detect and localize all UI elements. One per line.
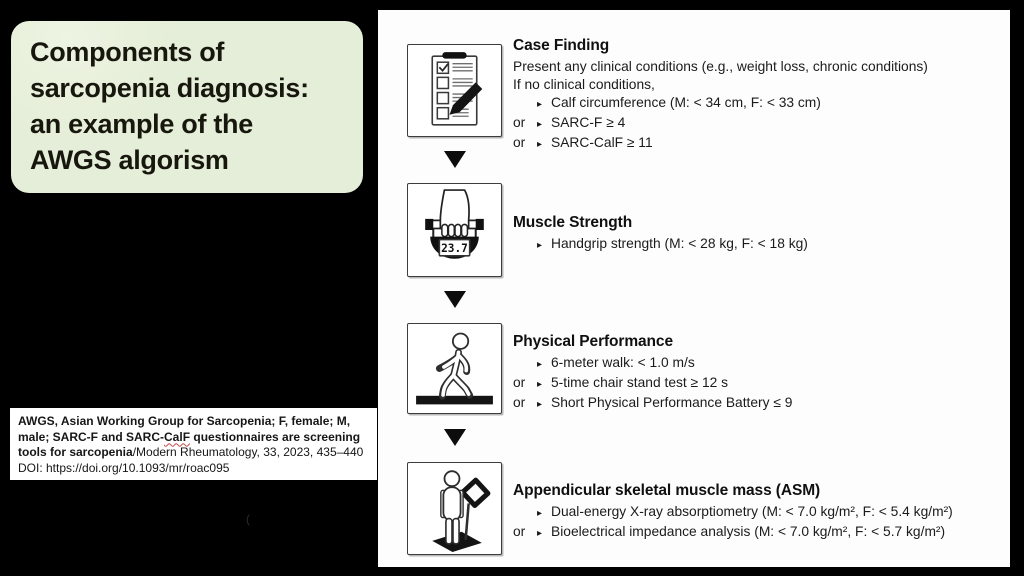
criteria-text: Calf circumference (M: < 34 cm, F: < 33 … (551, 95, 821, 110)
criteria-text: Bioelectrical impedance analysis (M: < 7… (551, 524, 946, 539)
or-label: or (513, 115, 526, 130)
citation-text: AWGS, Asian Working Group for Sarcopenia… (18, 414, 351, 428)
section-heading: Case Finding (513, 37, 610, 54)
section-heading: Appendicular skeletal muscle mass (ASM) (513, 482, 821, 499)
criteria-line: or ▸ SARC-CalF ≥ 11 (513, 134, 928, 154)
flow-down-arrow (444, 291, 466, 308)
page-title: Components of sarcopenia diagnosis: an e… (30, 37, 309, 175)
criteria-line: ▸ Dual-energy X-ray absorptiometry (M: <… (513, 503, 953, 523)
body-scale-icon (432, 470, 491, 552)
or-label: or (513, 524, 526, 539)
citation-line: male; SARC-F and SARC-CalF questionnaire… (18, 430, 369, 446)
criteria-line: ▸ Calf circumference (M: < 34 cm, F: < 3… (513, 94, 928, 114)
title-card: Components of sarcopenia diagnosis: an e… (11, 21, 363, 193)
dynamometer-reading: 23.7 (441, 242, 468, 255)
triangle-bullet-icon: ▸ (537, 379, 543, 390)
journal-reference: /Modern Rheumatology, 33, 2023, 435–440 (132, 445, 364, 459)
walking-person-icon (416, 332, 493, 405)
criteria-text: 5-time chair stand test ≥ 12 s (551, 375, 729, 390)
or-label: or (513, 395, 526, 410)
triangle-bullet-icon: ▸ (537, 119, 543, 130)
criteria-text: If no clinical conditions, (513, 77, 655, 92)
section-muscle-strength: Muscle Strength ▸ Handgrip strength (M: … (513, 213, 808, 255)
faint-artifact: ( (246, 512, 250, 526)
criteria-line: or ▸ 5-time chair stand test ≥ 12 s (513, 374, 792, 394)
citation-line: DOI: https://doi.org/10.1093/mr/roac095 (18, 461, 369, 477)
spellcheck-underlined-word: CalF (164, 429, 191, 444)
checklist-icon (431, 52, 483, 126)
section-physical-performance: Physical Performance ▸ 6-meter walk: < 1… (513, 332, 792, 414)
criteria-text: Handgrip strength (M: < 28 kg, F: < 18 k… (551, 236, 808, 251)
flow-down-arrow (444, 151, 466, 168)
flow-down-arrow (444, 429, 466, 446)
criteria-text: SARC-F ≥ 4 (551, 115, 626, 130)
triangle-bullet-icon: ▸ (537, 508, 543, 519)
criteria-line: or ▸ SARC-F ≥ 4 (513, 114, 928, 134)
asm-icon-box (407, 462, 502, 555)
criteria-line: or ▸ Short Physical Performance Battery … (513, 394, 792, 414)
or-label: or (513, 135, 526, 150)
citation-text: questionnaires are screening (190, 429, 361, 444)
criteria-line: Present any clinical conditions (e.g., w… (513, 58, 928, 76)
triangle-bullet-icon: ▸ (537, 240, 543, 251)
flowchart-panel: Case Finding Present any clinical condit… (378, 10, 1010, 567)
section-heading: Muscle Strength (513, 214, 633, 231)
case-finding-icon-box (407, 44, 502, 137)
criteria-line: ▸ 6-meter walk: < 1.0 m/s (513, 354, 792, 374)
triangle-bullet-icon: ▸ (537, 528, 543, 539)
muscle-strength-icon-box: 23.7 (407, 183, 502, 277)
triangle-bullet-icon: ▸ (537, 399, 543, 410)
citation-text: male; SARC-F and SARC- (18, 429, 165, 444)
criteria-line: ▸ Handgrip strength (M: < 28 kg, F: < 18… (513, 235, 808, 255)
criteria-text: Dual-energy X-ray absorptiometry (M: < 7… (551, 504, 953, 519)
triangle-bullet-icon: ▸ (537, 99, 543, 110)
citation-line: tools for sarcopenia/Modern Rheumatology… (18, 445, 369, 461)
citation-note: AWGS, Asian Working Group for Sarcopenia… (10, 408, 377, 480)
section-heading: Physical Performance (513, 333, 673, 350)
citation-text: tools for sarcopenia (18, 445, 133, 459)
criteria-line: or ▸ Bioelectrical impedance analysis (M… (513, 523, 953, 543)
citation-line: AWGS, Asian Working Group for Sarcopenia… (18, 414, 369, 430)
criteria-text: SARC-CalF ≥ 11 (551, 135, 653, 150)
section-asm: Appendicular skeletal muscle mass (ASM) … (513, 481, 953, 543)
criteria-text: 6-meter walk: < 1.0 m/s (551, 355, 695, 370)
or-label: or (513, 375, 526, 390)
triangle-bullet-icon: ▸ (537, 359, 543, 370)
criteria-line: If no clinical conditions, (513, 76, 928, 94)
criteria-text: Short Physical Performance Battery ≤ 9 (551, 395, 793, 410)
doi-text: DOI: https://doi.org/10.1093/mr/roac095 (18, 460, 230, 475)
section-case-finding: Case Finding Present any clinical condit… (513, 36, 928, 154)
triangle-bullet-icon: ▸ (537, 139, 543, 150)
physical-performance-icon-box (407, 323, 502, 414)
handgrip-dynamometer-icon: 23.7 (425, 189, 484, 259)
criteria-text: Present any clinical conditions (e.g., w… (513, 59, 928, 74)
